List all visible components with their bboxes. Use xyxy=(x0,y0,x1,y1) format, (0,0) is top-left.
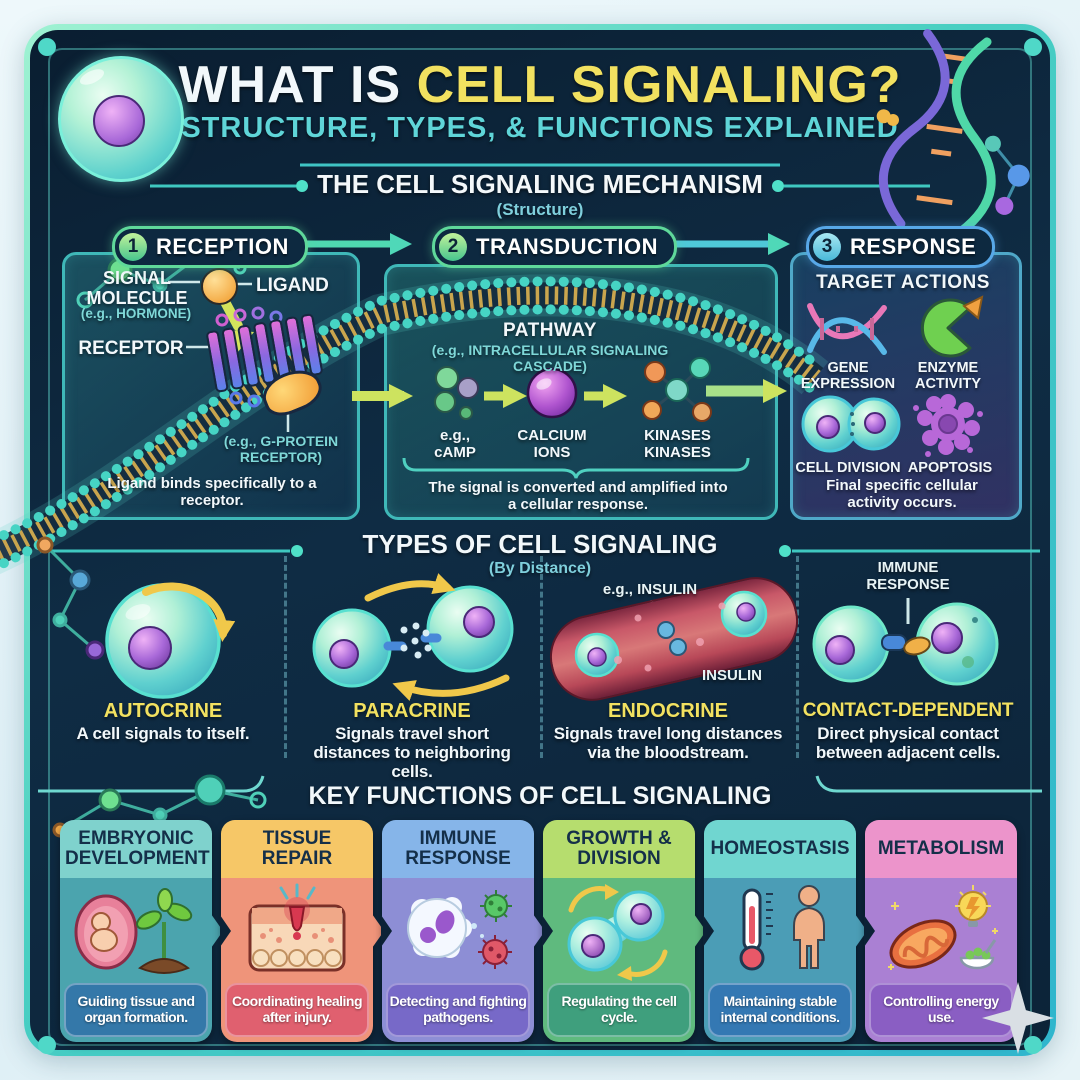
card-header: TISSUE REPAIR xyxy=(221,820,373,878)
receptor-example: (e.g., G-PROTEIN RECEPTOR) xyxy=(223,433,339,465)
type-desc-autocrine: A cell signals to itself. xyxy=(76,724,250,743)
gene-expression-label: GENE EXPRESSION xyxy=(800,360,896,393)
step-label: RESPONSE xyxy=(850,234,977,259)
function-card-growth-division: GROWTH & DIVISION Regulating the cell cy… xyxy=(543,820,695,1042)
ligand-label: LIGAND xyxy=(256,275,329,296)
ligand-molecule-icon xyxy=(201,268,238,305)
step-pill-reception: 1 RECEPTION xyxy=(112,226,308,268)
enzyme-activity-label: ENZYME ACTIVITY xyxy=(914,360,982,393)
page-subtitle: STRUCTURE, TYPES, & FUNCTIONS EXPLAINED xyxy=(181,112,899,144)
stage-kinases-label: KINASES KINASES xyxy=(644,427,711,461)
type-name-autocrine: AUTOCRINE xyxy=(103,700,223,722)
card-desc: Coordinating healing after injury. xyxy=(232,993,363,1025)
pathway-label: PATHWAY xyxy=(503,320,597,341)
stage-calcium-label: CALCIUM IONS xyxy=(517,427,587,461)
function-card-homeostasis: HOMEOSTASIS Maintaining stable internal … xyxy=(704,820,856,1042)
thermometer-human-icon xyxy=(714,880,846,989)
stage-camp-label: e.g., cAMP xyxy=(434,427,476,461)
type-name-endocrine: ENDOCRINE xyxy=(607,700,728,722)
page-title-highlight: CELL SIGNALING? xyxy=(416,56,902,114)
receptor-label: RECEPTOR xyxy=(78,338,184,359)
insulin-example-annotation: e.g., INSULIN xyxy=(602,581,698,598)
corner-dot xyxy=(1024,38,1042,56)
card-footer: Coordinating healing after injury. xyxy=(225,983,369,1037)
insulin-annotation: INSULIN xyxy=(702,667,762,684)
step-number-badge: 1 xyxy=(119,233,147,261)
response-caption: Final specific cellular activity occurs. xyxy=(826,477,978,511)
card-header: HOMEOSTASIS xyxy=(704,820,856,878)
step-pill-response: 3 RESPONSE xyxy=(806,226,996,268)
type-desc-endocrine: Signals travel long distances via the bl… xyxy=(553,724,783,763)
corner-dot xyxy=(38,38,56,56)
divider xyxy=(284,556,287,758)
card-footer: Regulating the cell cycle. xyxy=(547,983,691,1037)
cell-decoration xyxy=(58,56,184,182)
apoptosis-label: APOPTOSIS xyxy=(907,460,993,476)
type-desc-paracrine: Signals travel short distances to neighb… xyxy=(313,724,511,782)
card-footer: Detecting and fighting pathogens. xyxy=(386,983,530,1037)
card-footer: Guiding tissue and organ formation. xyxy=(64,983,208,1037)
embryo-sprout-icon xyxy=(70,880,202,989)
type-name-contact-dependent: CONTACT-DEPENDENT xyxy=(802,700,1014,721)
card-title: METABOLISM xyxy=(877,838,1005,860)
step-label: TRANSDUCTION xyxy=(476,234,658,259)
white-blood-cell-icon xyxy=(392,880,524,989)
mitochondria-energy-icon xyxy=(875,880,1007,989)
mechanism-heading: THE CELL SIGNALING MECHANISM xyxy=(317,169,763,199)
corner-dot xyxy=(1024,1036,1042,1054)
card-title: EMBRYONIC DEVELOPMENT xyxy=(65,828,210,869)
function-card-metabolism: METABOLISM Controlling energy use. xyxy=(865,820,1017,1042)
card-desc: Guiding tissue and organ formation. xyxy=(77,993,195,1025)
step-number-badge: 2 xyxy=(439,233,467,261)
function-card-embryonic-development: EMBRYONIC DEVELOPMENT Guiding tissue and… xyxy=(60,820,212,1042)
signal-molecule-example: (e.g., HORMONE) xyxy=(80,306,192,321)
card-title: IMMUNE RESPONSE xyxy=(405,828,511,869)
mechanism-subheading: (Structure) xyxy=(496,200,584,219)
card-header: METABOLISM xyxy=(865,820,1017,878)
card-desc: Maintaining stable internal conditions. xyxy=(720,993,840,1025)
step-pill-transduction: 2 TRANSDUCTION xyxy=(432,226,677,268)
card-title: TISSUE REPAIR xyxy=(261,828,333,869)
skin-wound-icon xyxy=(231,880,363,989)
transduction-caption: The signal is converted and amplified in… xyxy=(428,479,728,513)
card-header: IMMUNE RESPONSE xyxy=(382,820,534,878)
divider xyxy=(796,556,799,758)
card-title: GROWTH & DIVISION xyxy=(566,828,672,869)
functions-heading: KEY FUNCTIONS OF CELL SIGNALING xyxy=(308,782,772,810)
target-actions-heading: TARGET ACTIONS xyxy=(816,272,990,293)
reception-caption: Ligand binds specifically to a receptor. xyxy=(107,475,317,509)
card-desc: Detecting and fighting pathogens. xyxy=(389,993,527,1025)
dividing-cell-icon xyxy=(553,880,685,989)
card-desc: Regulating the cell cycle. xyxy=(561,993,677,1025)
signal-molecule-label: SIGNAL MOLECULE xyxy=(86,268,188,309)
page-title-prefix: WHAT IS xyxy=(178,56,417,114)
corner-dot xyxy=(38,1036,56,1054)
divider xyxy=(540,556,543,758)
card-title: HOMEOSTASIS xyxy=(710,838,850,860)
card-header: GROWTH & DIVISION xyxy=(543,820,695,878)
function-card-tissue-repair: TISSUE REPAIR Coordinating healing after… xyxy=(221,820,373,1042)
type-name-paracrine: PARACRINE xyxy=(353,700,471,722)
pathway-example: (e.g., INTRACELLULAR SIGNALING CASCADE) xyxy=(431,342,669,374)
immune-response-annotation: IMMUNE RESPONSE xyxy=(866,559,950,593)
card-header: EMBRYONIC DEVELOPMENT xyxy=(60,820,212,878)
cell-division-label: CELL DIVISION xyxy=(795,460,901,476)
nucleus-decoration xyxy=(93,95,145,147)
function-card-immune-response: IMMUNE RESPONSE Detecting and fighting p… xyxy=(382,820,534,1042)
step-number-badge: 3 xyxy=(813,233,841,261)
types-heading: TYPES OF CELL SIGNALING xyxy=(362,529,718,559)
card-footer: Maintaining stable internal conditions. xyxy=(708,983,852,1037)
type-desc-contact-dependent: Direct physical contact between adjacent… xyxy=(815,724,1001,763)
page-title: WHAT IS CELL SIGNALING? xyxy=(0,56,1080,114)
step-label: RECEPTION xyxy=(156,234,289,259)
card-desc: Controlling energy use. xyxy=(883,993,999,1025)
card-footer: Controlling energy use. xyxy=(869,983,1013,1037)
